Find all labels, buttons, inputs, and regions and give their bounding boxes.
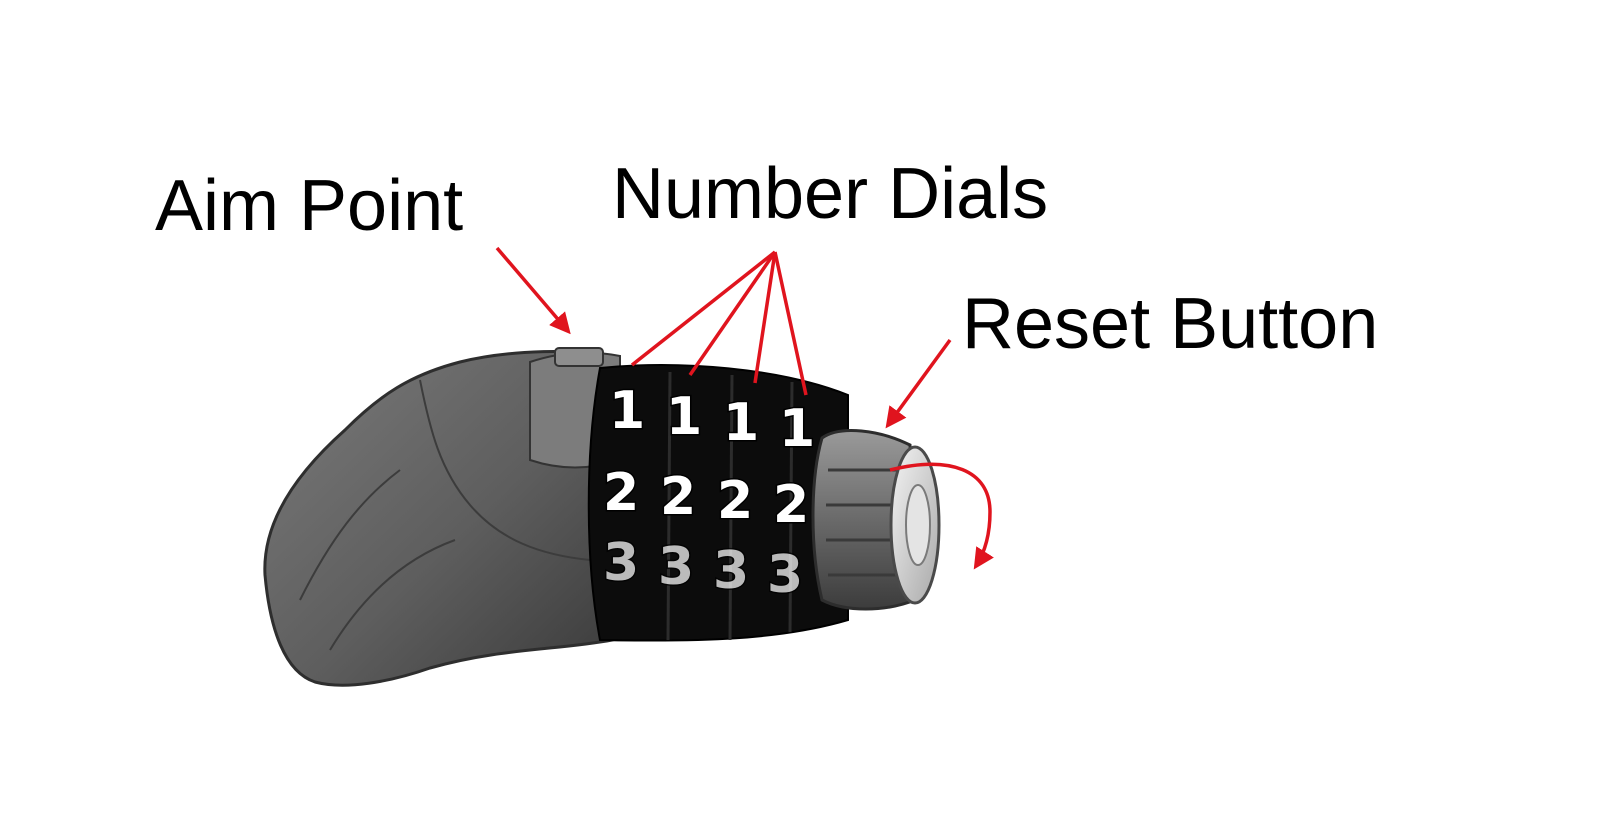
reset-button-arrow [885, 338, 952, 429]
dial-4-digit-bottom: 3 [767, 545, 803, 605]
reset-knob-body [811, 429, 917, 611]
dial-4-digit-middle: 2 [773, 475, 809, 535]
aim-point-arrow [495, 246, 571, 335]
number-dials-arrow [630, 250, 777, 367]
dial-2-digit-top: 1 [666, 387, 702, 447]
dial-1-digit-bottom: 3 [603, 533, 639, 593]
number-dials-arrow [688, 251, 777, 376]
dial-band-shape [587, 364, 849, 642]
dial-1-digit-middle: 2 [603, 463, 639, 523]
lock-grip-contour [299, 379, 591, 651]
number-dials-label: Number Dials [612, 154, 1048, 234]
lock-body [263, 347, 621, 687]
reset-button-label: Reset Button [962, 284, 1378, 364]
number-dials-arrow [773, 251, 808, 396]
dial-3-digit-middle: 2 [717, 471, 753, 531]
rotation-arrow [889, 462, 994, 570]
dial-divider [666, 371, 672, 641]
reset-button-center [905, 484, 931, 566]
reset-knob-ridges [826, 468, 912, 577]
dial-3-digit-top: 1 [723, 393, 759, 453]
callout-arrows [495, 246, 994, 570]
dial-divider [788, 381, 794, 633]
aim-point-marker [554, 347, 604, 367]
reset-knob [811, 429, 941, 611]
aim-point-label: Aim Point [155, 166, 463, 246]
dial-4-digit-top: 1 [779, 399, 815, 459]
dial-1-digit-top: 1 [609, 381, 645, 441]
number-dials-arrow [753, 251, 777, 384]
dial-2-digit-middle: 2 [660, 467, 696, 527]
dial-divider [728, 374, 734, 641]
dial-2-digit-bottom: 3 [658, 537, 694, 597]
dial-3-digit-bottom: 3 [713, 541, 749, 601]
